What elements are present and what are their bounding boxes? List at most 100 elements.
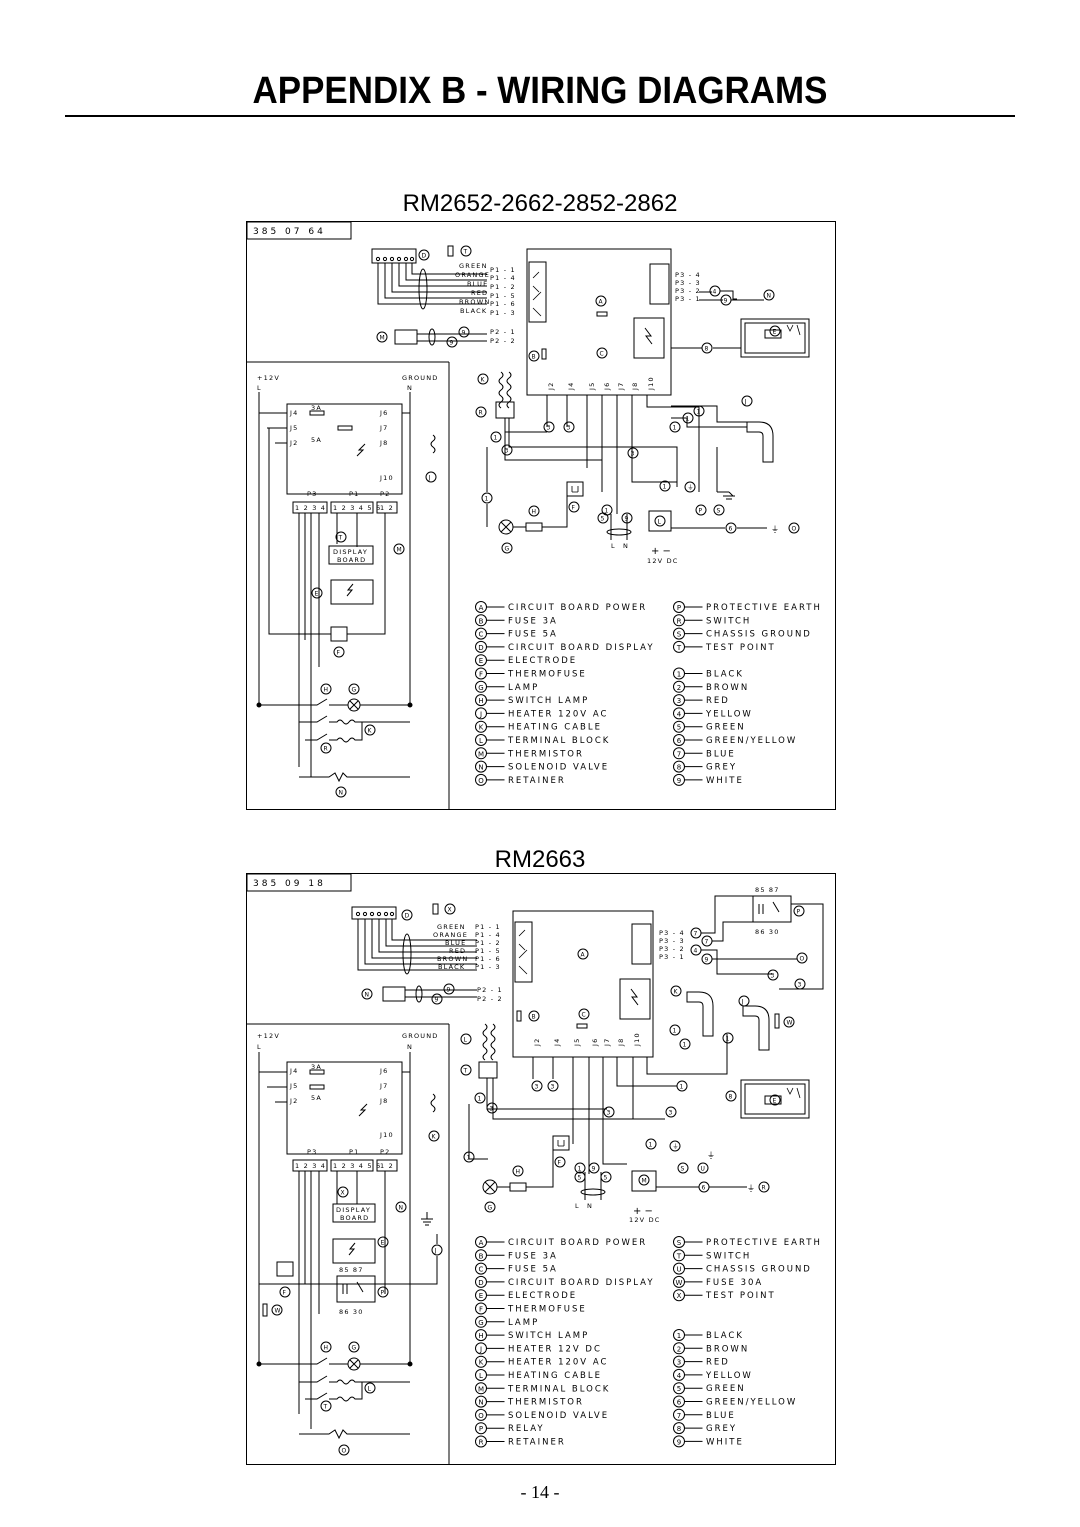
legend-key: J xyxy=(479,710,482,718)
callout-3: 3 xyxy=(551,1084,555,1091)
legend-label: BLACK xyxy=(706,1331,744,1341)
legend-label: PROTECTIVE EARTH xyxy=(706,1238,822,1248)
p-header: P3 xyxy=(307,1148,317,1156)
callout-P: P xyxy=(797,909,801,916)
display-label: BOARD xyxy=(340,1214,369,1222)
wire-label: ORANGE xyxy=(455,271,490,279)
legend-key: M xyxy=(478,1385,484,1393)
jack-label: J5 xyxy=(289,424,298,432)
legend-label: GREEN/YELLOW xyxy=(706,1398,797,1408)
legend-key: 5 xyxy=(677,724,681,732)
jack-label: J6 xyxy=(379,409,388,417)
callout-G: G xyxy=(352,1345,357,1352)
legend-label: BROWN xyxy=(706,1344,749,1354)
legend-label: TERMINAL BLOCK xyxy=(507,736,610,746)
legend-label: HEATER 120V AC xyxy=(508,1358,608,1368)
part-code-box xyxy=(246,221,352,240)
legend-label: CIRCUIT BOARD DISPLAY xyxy=(508,1278,655,1288)
callout-6: 6 xyxy=(702,1185,706,1192)
jack-label: J10 xyxy=(379,1131,394,1139)
legend-key: 3 xyxy=(677,1359,681,1367)
legend-key: F xyxy=(479,671,483,679)
p-header: P2 xyxy=(380,1148,390,1156)
legend-key: O xyxy=(478,1412,484,1420)
jack-label: J6 xyxy=(603,382,611,391)
legend-key: T xyxy=(676,644,682,652)
callout-H: H xyxy=(324,687,329,694)
jack-label: J6 xyxy=(591,1038,599,1047)
callout-O: O xyxy=(792,526,797,533)
callout-C: C xyxy=(600,351,604,358)
callout-T: T xyxy=(463,249,468,256)
pin-label: P3 - 4 xyxy=(675,271,701,279)
callout-T: T xyxy=(338,535,343,542)
ground-symbol: ⏚ xyxy=(771,525,779,534)
L-label: L xyxy=(257,384,262,392)
legend-label: BLUE xyxy=(706,1411,736,1421)
legend-key: L xyxy=(479,737,483,745)
callout-F: F xyxy=(572,505,576,512)
wiring-diagram-1: 385 07 64 D T GREEN ORANGE BLUE RED BROW… xyxy=(246,221,836,810)
legend-key: D xyxy=(478,1279,483,1287)
legend-label: WHITE xyxy=(706,1437,744,1447)
legend-key: E xyxy=(479,657,483,665)
legend-label: BLACK xyxy=(706,670,744,680)
callout-K: K xyxy=(368,728,373,735)
legend-label: FUSE 5A xyxy=(508,630,558,640)
page-title: APPENDIX B - WIRING DIAGRAMS xyxy=(252,70,828,112)
callout-S: S xyxy=(681,1166,685,1173)
legend-key: R xyxy=(677,617,682,625)
legend-key: L xyxy=(479,1372,483,1380)
legend-label: FUSE 3A xyxy=(508,1251,558,1261)
plus-minus: + − xyxy=(651,546,671,557)
callout-N: N xyxy=(399,1205,404,1212)
callout-9: 9 xyxy=(447,987,451,994)
callout-L: L xyxy=(658,519,662,526)
callout-4: 4 xyxy=(694,948,698,955)
wire-label: BLACK xyxy=(438,963,465,971)
legend-key: 2 xyxy=(677,1345,681,1353)
title-rule xyxy=(65,115,1015,117)
callout-3: 3 xyxy=(798,982,802,989)
callout-H: H xyxy=(516,1169,521,1176)
jack-label: J4 xyxy=(289,409,298,417)
pin-label: P3 - 4 xyxy=(659,929,685,937)
legend-label: GREEN xyxy=(706,1384,746,1394)
legend-key: T xyxy=(676,1252,682,1260)
callout-1: 1 xyxy=(485,496,489,503)
wire-label: ORANGE xyxy=(433,931,468,939)
callout-J: J xyxy=(428,475,431,482)
callout-F: F xyxy=(337,650,341,657)
pin-numbers: 1 2 3 4 5 6 xyxy=(333,504,381,512)
pin-numbers: 1 2 xyxy=(380,504,394,512)
legend-label: THERMISTOR xyxy=(507,1398,584,1408)
plus-minus: + − xyxy=(633,1206,653,1217)
callout-G: G xyxy=(488,1205,493,1212)
wire-label: BLUE xyxy=(467,280,488,288)
jack-label: J10 xyxy=(633,1032,641,1047)
jack-label: J7 xyxy=(379,424,388,432)
legend-key: X xyxy=(677,1292,682,1300)
callout-1: 1 xyxy=(494,435,498,442)
legend-label: GREY xyxy=(706,1424,737,1434)
legend-key: O xyxy=(478,777,484,785)
legend-key: 9 xyxy=(677,777,681,785)
callout-L: L xyxy=(464,1037,468,1044)
wire-label: BLUE xyxy=(445,939,466,947)
legend-label: CHASSIS GROUND xyxy=(706,1265,812,1275)
callout-1: 1 xyxy=(478,1096,482,1103)
legend-key: J xyxy=(479,1345,482,1353)
pin-label: P1 - 1 xyxy=(490,266,516,274)
callout-D: D xyxy=(422,253,427,260)
legend-label: RETAINER xyxy=(508,776,566,786)
pin-label: P1 - 2 xyxy=(475,939,501,947)
callout-S: S xyxy=(717,508,721,515)
part-code-box xyxy=(246,873,352,892)
callout-9: 9 xyxy=(592,1166,596,1173)
legend-label: ELECTRODE xyxy=(508,656,577,666)
legend-key: A xyxy=(479,1239,484,1247)
callout-earth: ⏚ xyxy=(673,1144,679,1151)
callout-R: R xyxy=(479,410,483,417)
